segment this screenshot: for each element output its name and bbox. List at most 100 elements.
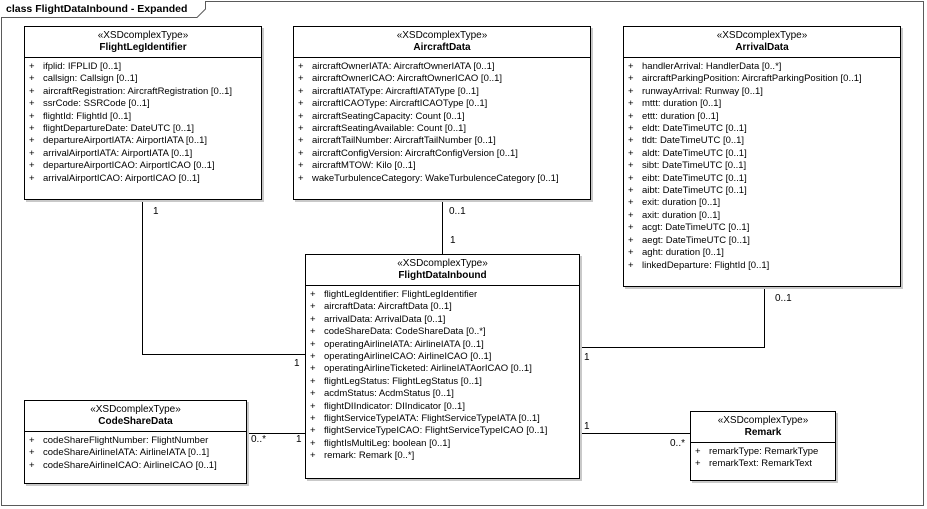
public-visibility-marker: + <box>310 450 316 462</box>
class-remark[interactable]: «XSDcomplexType» Remark +remarkType: Rem… <box>690 411 836 481</box>
attribute-text: aircraftRegistration: AircraftRegistrati… <box>43 85 233 97</box>
attribute-row: +operatingAirlineIATA: AirlineIATA [0..1… <box>310 339 577 351</box>
multiplicity-flight-leg-identifier-inbound: 1 <box>294 358 300 369</box>
multiplicity-remark: 0..* <box>670 438 686 449</box>
class-flight-leg-identifier[interactable]: «XSDcomplexType» FlightLegIdentifier +if… <box>24 26 262 200</box>
attribute-row: + remark: Remark [0..*] <box>310 450 577 462</box>
attribute-row: +handlerArrival: HandlerData [0..*] <box>628 61 898 73</box>
attribute-text: remark: Remark [0..*] <box>324 450 415 462</box>
attribute-list: +ifplid: IFPLID [0..1]+callsign: Callsig… <box>25 58 261 185</box>
diagram-title: class FlightDataInbound - Expanded <box>6 3 188 15</box>
attribute-row: +arrivalData: ArrivalData [0..1] <box>310 314 577 326</box>
attribute-text: flightLegStatus: FlightLegStatus [0..1] <box>324 375 482 387</box>
attribute-text: eibt: DateTimeUTC [0..1] <box>642 172 747 184</box>
attribute-text: wakeTurbulenceCategory: WakeTurbulenceCa… <box>312 172 559 184</box>
stereotype-label: «XSDcomplexType» <box>396 30 488 41</box>
class-name: ArrivalData <box>735 42 789 53</box>
public-visibility-marker: + <box>298 98 304 110</box>
attribute-row: +arrivalAirportIATA: AirportIATA [0..1] <box>29 148 259 160</box>
attribute-text: departureAirportIATA: AirportIATA [0..1] <box>43 135 208 147</box>
public-visibility-marker: + <box>29 73 35 85</box>
attribute-text: arrivalAirportIATA: AirportIATA [0..1] <box>43 147 193 159</box>
attribute-text: aegt: DateTimeUTC [0..1] <box>642 234 750 246</box>
attribute-text: aircraftData: AircraftData [0..1] <box>324 301 452 313</box>
class-code-share-data[interactable]: «XSDcomplexType» CodeShareData +codeShar… <box>24 400 247 484</box>
public-visibility-marker: + <box>29 447 35 459</box>
attribute-row: +aldt: DateTimeUTC [0..1] <box>628 148 898 160</box>
attribute-text: flightLegIdentifier: FlightLegIdentifier <box>324 289 478 300</box>
attribute-row: +flightDIIndicator: DIIndicator [0..1] <box>310 401 577 413</box>
public-visibility-marker: + <box>298 110 304 122</box>
attribute-text: aircraftParkingPosition: AircraftParking… <box>642 73 862 85</box>
attribute-text: departureAirportICAO: AirportICAO [0..1] <box>43 160 215 172</box>
attribute-row: +wakeTurbulenceCategory: WakeTurbulenceC… <box>298 173 588 185</box>
public-visibility-marker: + <box>298 160 304 172</box>
attribute-text: operatingAirlineICAO: AirlineICAO [0..1] <box>324 351 492 363</box>
attribute-row: +remarkType: RemarkType <box>695 446 833 458</box>
attribute-text: linkedDeparture: FlightId [0..1] <box>642 259 770 271</box>
multiplicity-arrival-data: 0..1 <box>775 293 792 304</box>
public-visibility-marker: + <box>628 110 634 122</box>
attribute-row: +axit: duration [0..1] <box>628 210 898 222</box>
assoc-arrival-data <box>580 287 765 348</box>
attribute-text: handlerArrival: HandlerData [0..*] <box>642 61 782 72</box>
class-header: «XSDcomplexType» AircraftData <box>294 27 590 58</box>
public-visibility-marker: + <box>298 61 304 72</box>
class-aircraft-data[interactable]: «XSDcomplexType» AircraftData +aircraftO… <box>293 26 591 200</box>
public-visibility-marker: + <box>298 85 304 97</box>
attribute-text: exit: duration [0..1] <box>642 197 721 209</box>
attribute-row: +flightLegIdentifier: FlightLegIdentifie… <box>310 289 577 301</box>
attribute-row: +acgt: DateTimeUTC [0..1] <box>628 222 898 234</box>
attribute-text: aircraftOwnerIATA: AircraftOwnerIATA [0.… <box>312 61 495 72</box>
attribute-text: sibt: DateTimeUTC [0..1] <box>642 160 747 172</box>
attribute-text: aircraftSeatingAvailable: Count [0..1] <box>312 123 467 135</box>
public-visibility-marker: + <box>298 135 304 147</box>
public-visibility-marker: + <box>628 123 634 135</box>
public-visibility-marker: + <box>695 446 701 457</box>
attribute-row: +flightIsMultiLeg: boolean [0..1] <box>310 438 577 450</box>
stereotype-label: «XSDcomplexType» <box>716 30 808 41</box>
class-flight-data-inbound[interactable]: «XSDcomplexType» FlightDataInbound +flig… <box>305 254 580 479</box>
class-header: «XSDcomplexType» CodeShareData <box>25 401 246 432</box>
attribute-text: remarkText: RemarkText <box>709 458 812 470</box>
public-visibility-marker: + <box>29 459 35 471</box>
public-visibility-marker: + <box>310 437 316 449</box>
attribute-row: + aircraftData: AircraftData [0..1] <box>310 301 577 313</box>
attribute-text: arrivalData: ArrivalData [0..1] <box>324 313 446 325</box>
multiplicity-remark-inbound: 1 <box>584 421 590 432</box>
attribute-row: +codeShareData: CodeShareData [0..*] <box>310 326 577 338</box>
attribute-row: +flightLegStatus: FlightLegStatus [0..1] <box>310 376 577 388</box>
public-visibility-marker: + <box>29 123 35 135</box>
frame-tab-outline <box>1 1 206 18</box>
attribute-text: ssrCode: SSRCode [0..1] <box>43 98 150 110</box>
attribute-row: + aircraftOwnerIATA: AircraftOwnerIATA [0… <box>298 61 588 73</box>
attribute-text: acdmStatus: AcdmStatus [0..1] <box>324 388 454 400</box>
attribute-text: aircraftICAOType: AircraftICAOType [0..1… <box>312 98 488 110</box>
attribute-row: +tldt: DateTimeUTC [0..1] <box>628 135 898 147</box>
attribute-row: +aircraftOwnerICAO: AircraftOwnerICAO [0… <box>298 73 588 85</box>
public-visibility-marker: + <box>310 363 316 375</box>
stereotype-label: «XSDcomplexType» <box>97 30 189 41</box>
public-visibility-marker: + <box>695 458 701 470</box>
attribute-row: +flightServiceTypeICAO: FlightServiceTyp… <box>310 425 577 437</box>
attribute-text: flightDepartureDate: DateUTC [0..1] <box>43 123 195 135</box>
attribute-row: +mttt: duration [0..1] <box>628 98 898 110</box>
class-arrival-data[interactable]: «XSDcomplexType» ArrivalData +handlerArr… <box>623 26 901 287</box>
class-header: «XSDcomplexType» Remark <box>691 412 835 443</box>
attribute-list: + aircraftOwnerIATA: AircraftOwnerIATA [0… <box>294 58 590 185</box>
multiplicity-aircraft-data-inbound: 1 <box>450 235 456 246</box>
multiplicity-flight-leg-identifier: 1 <box>153 206 159 217</box>
attribute-row: +eldt: DateTimeUTC [0..1] <box>628 123 898 135</box>
attribute-row: +flightId: FlightId [0..1] <box>29 111 259 123</box>
public-visibility-marker: + <box>310 413 316 425</box>
attribute-row: +aircraftTailNumber: AircraftTailNumber … <box>298 135 588 147</box>
public-visibility-marker: + <box>310 301 316 313</box>
attribute-row: + flightDepartureDate: DateUTC [0..1] <box>29 123 259 135</box>
class-header: «XSDcomplexType» ArrivalData <box>624 27 900 58</box>
attribute-text: aldt: DateTimeUTC [0..1] <box>642 147 747 159</box>
attribute-row: +acdmStatus: AcdmStatus [0..1] <box>310 388 577 400</box>
class-name: FlightDataInbound <box>398 270 487 281</box>
attribute-text: aircraftSeatingCapacity: Count [0..1] <box>312 110 465 122</box>
public-visibility-marker: + <box>29 435 35 446</box>
